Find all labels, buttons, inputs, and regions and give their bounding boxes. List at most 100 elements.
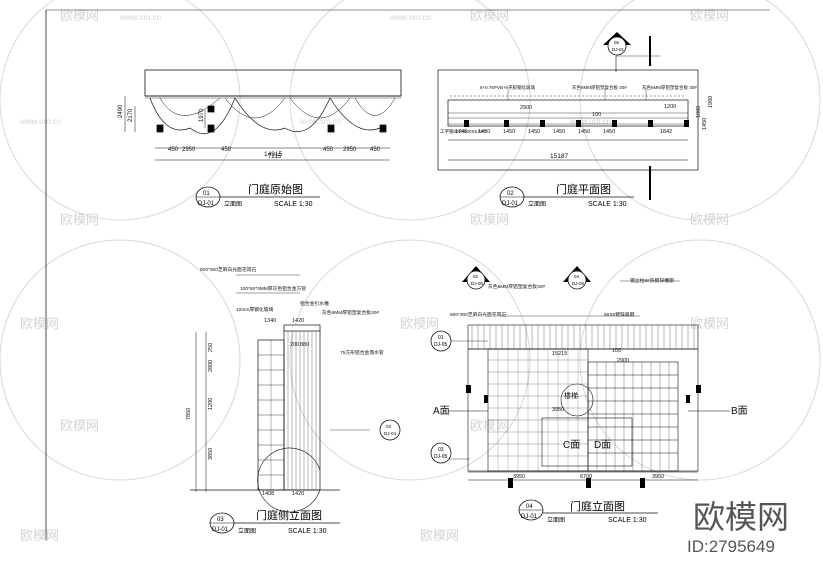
panel-04-section-markers: 02 DJ-05 04 DJ-05 01 DJ-05 03 DJ-05 bbox=[430, 266, 591, 464]
dim-text: 2800 bbox=[208, 360, 214, 372]
panel-code: DJ-01 bbox=[521, 514, 538, 520]
dim-text: 6700 bbox=[580, 474, 592, 480]
note: 600*300芝麻白光面花岗石 bbox=[450, 311, 506, 318]
dim-text: 450 bbox=[370, 147, 381, 153]
panel-03-dims: 1340 1420 200 880 7850 250 2800 1200 385… bbox=[186, 318, 309, 497]
dim-text: 1746 bbox=[455, 129, 467, 135]
watermark-brand: 欧模网 bbox=[690, 317, 729, 332]
dim-text: 3950 bbox=[552, 407, 564, 413]
dim-text: 1408 bbox=[262, 491, 274, 497]
section-num: 03 bbox=[438, 447, 444, 453]
panel-scale: SCALE 1:30 bbox=[608, 517, 647, 524]
dim-text: 1450 bbox=[478, 129, 490, 135]
dim-text: 1450 bbox=[702, 118, 708, 130]
section-code: DJ-05 bbox=[471, 281, 484, 286]
dim-text: 1420 bbox=[292, 491, 304, 497]
panel-04-drawing bbox=[440, 280, 730, 481]
panel-04-notes: 灰色6MM厚铝塑复合板30# 600*300芝麻白光面花岗石 50X5镀锌扁钢 … bbox=[450, 277, 674, 318]
watermark-site: www.om.cn bbox=[569, 117, 611, 126]
note: 600*300芝麻白光面花岗石 bbox=[200, 266, 256, 273]
panel-03-drawing bbox=[190, 274, 370, 513]
panel-02-columns bbox=[464, 120, 689, 127]
watermark-brand: 欧模网 bbox=[420, 529, 459, 544]
dim-text: 1200 bbox=[664, 104, 676, 110]
section-num: 04 bbox=[574, 274, 580, 279]
section-code: DJ-04 bbox=[384, 431, 397, 436]
watermark-brand: 欧模网 bbox=[690, 213, 729, 228]
dim-text: 1450 bbox=[578, 129, 590, 135]
panel-view: 立面图 bbox=[547, 516, 565, 524]
dim-text: 450 bbox=[168, 147, 179, 153]
panel-01-drawing bbox=[124, 69, 402, 161]
note: 10mm厚钢化玻璃 bbox=[236, 306, 274, 313]
face-label-b: B面 bbox=[731, 406, 748, 417]
dim-text: 3950 bbox=[652, 474, 664, 480]
dim-text: 2900 bbox=[617, 358, 629, 364]
dim-text: 880 bbox=[300, 342, 309, 348]
watermark-brand: 欧模网 bbox=[20, 529, 59, 544]
note: 钢立柱8#热镀锌槽钢 bbox=[630, 277, 674, 284]
dim-text: 2950 bbox=[182, 147, 196, 153]
dim-text: 7850 bbox=[186, 408, 192, 420]
watermark-brand-large: 欧模网 bbox=[693, 499, 789, 535]
dim-text: 1450 bbox=[603, 129, 615, 135]
panel-code: DJ-01 bbox=[212, 527, 229, 533]
panel-number: 02 bbox=[507, 191, 514, 197]
panel-code: DJ-01 bbox=[502, 201, 519, 207]
dim-text: 1200 bbox=[208, 398, 214, 410]
watermark-brand: 欧模网 bbox=[60, 213, 99, 228]
panel-view: 立面图 bbox=[528, 200, 546, 208]
watermark-brand: 欧模网 bbox=[470, 9, 509, 24]
note: 灰色6MM厚铝塑复合板 30# bbox=[642, 84, 697, 91]
dim-text: 450 bbox=[221, 147, 232, 153]
dim-text: 100 bbox=[592, 112, 601, 118]
dim-text: 1842 bbox=[660, 129, 672, 135]
panel-number: 01 bbox=[203, 191, 210, 197]
panel-number: 04 bbox=[526, 504, 533, 510]
dim-text: 1450 bbox=[528, 129, 540, 135]
panel-03-notes: 600*300芝麻白光面花岗石 100*50*3MM厚灰色铝合金方管 铝合金引水… bbox=[200, 266, 384, 356]
note: 灰色6MM厚铝塑复合板 30# bbox=[572, 84, 627, 91]
face-label-a: A面 bbox=[433, 406, 450, 417]
panel-04-labels: A面 B面 C面 D面 楼梯 bbox=[433, 391, 748, 451]
dim-text: 2950 bbox=[343, 147, 357, 153]
note: 50X5镀锌扁钢 bbox=[604, 311, 635, 318]
panel-02-drawing bbox=[437, 36, 699, 200]
dim-text: 15215 bbox=[552, 351, 567, 357]
panel-02-dims: 1746 1450 1450 1450 1450 1450 1450 1842 … bbox=[455, 96, 714, 160]
panel-03-section-marker: 03 DJ-04 bbox=[379, 419, 401, 441]
note: 灰色6MM厚铝塑复合板30# bbox=[488, 283, 545, 290]
watermark-brand: 欧模网 bbox=[60, 419, 99, 434]
watermark-brand: 欧模网 bbox=[20, 317, 59, 332]
section-code: DJ-05 bbox=[572, 281, 585, 286]
face-label-d: D面 bbox=[594, 440, 611, 451]
note: 工字钢200X100X5.5X7 bbox=[440, 128, 487, 135]
dim-text: 1960 bbox=[708, 96, 714, 108]
watermark-site: www.om.cn bbox=[389, 13, 431, 22]
watermark-site: www.om.cn bbox=[119, 13, 161, 22]
dim-text: 1450 bbox=[553, 129, 565, 135]
dim-text: 3950 bbox=[513, 474, 525, 480]
panel-02-section-marker: 05 DJ-01 bbox=[603, 32, 631, 56]
watermark-badge: 欧模网 ID:2795649 bbox=[687, 499, 789, 556]
section-num: 05 bbox=[614, 40, 620, 45]
panel-04-columns bbox=[466, 385, 701, 488]
panel-title: 门庭原始图 bbox=[248, 182, 303, 196]
panel-title: 门庭侧立面图 bbox=[256, 508, 322, 522]
stairs-label: 楼梯 bbox=[564, 391, 578, 400]
dim-text: 2170 bbox=[128, 108, 134, 122]
panel-04-dims: 15215 100 2900 3950 3950 6700 3950 bbox=[513, 348, 664, 480]
panel-scale: SCALE 1:30 bbox=[274, 201, 313, 208]
face-label-c: C面 bbox=[563, 440, 580, 451]
dim-total: 15187 bbox=[550, 153, 568, 160]
section-num: 01 bbox=[438, 335, 444, 341]
watermark-site: www.om.cn bbox=[299, 117, 341, 126]
section-code: DJ-05 bbox=[434, 342, 448, 348]
note: 铝合金引水槽 bbox=[300, 300, 329, 307]
panel-view: 立面图 bbox=[224, 200, 242, 208]
dim-text: 1340 bbox=[264, 318, 276, 324]
dim-text: 2490 bbox=[118, 104, 124, 118]
panel-title: 门庭平面图 bbox=[556, 182, 611, 196]
watermark-site: www.om.cn bbox=[19, 117, 61, 126]
watermark-brand: 欧模网 bbox=[470, 419, 509, 434]
